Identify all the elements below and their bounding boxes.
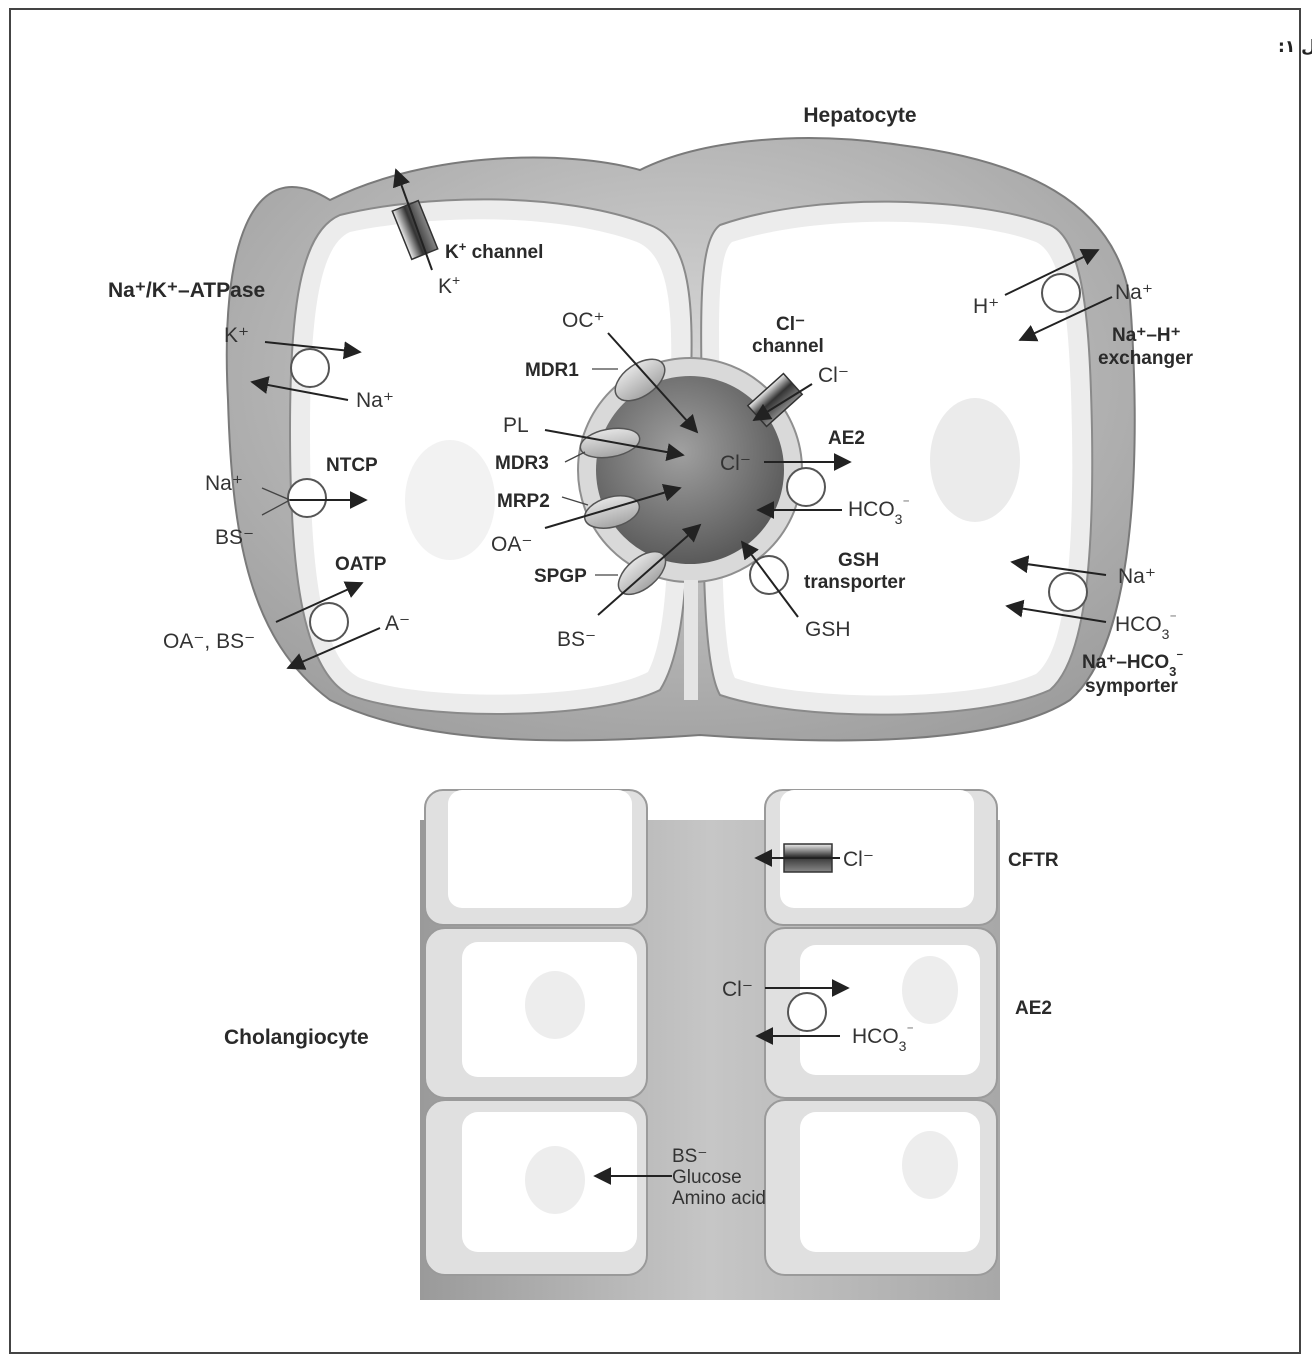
mdr1-label: MDR1 [525,360,579,381]
cl-channel-ion: Cl⁻ [818,364,849,387]
mrp2-label: MRP2 [497,491,550,512]
mdr3-label: MDR3 [495,453,549,474]
figure-label: شکل ۱: [1278,37,1312,57]
symporter-hco3-ion: HCO3⁻ [1115,610,1177,642]
cholangiocyte-ae2-label: AE2 [1015,998,1052,1019]
tight-junction [684,580,698,700]
na-k-atpase-na-ion: Na⁺ [356,389,394,412]
cl-channel-label-line1: Cl⁻ [776,314,805,335]
cholangiocyte-nucleus [902,1131,958,1199]
bs-label: BS⁻ [557,628,596,651]
na-k-atpase-label: Na⁺/K⁺–ATPase [108,279,265,302]
cholangiocyte-nucleus [525,1146,585,1214]
oatp-uptake-text: OA⁻, BS⁻ [163,630,255,653]
absorbed-bs: BS⁻ [672,1146,707,1167]
hepatocyte-title: Hepatocyte [803,104,916,127]
right-cell-middle-interior [800,945,980,1075]
oa-label: OA⁻ [491,533,532,556]
na-h-h-ion: H⁺ [973,295,999,318]
left-nucleus [405,440,495,560]
na-hco3-symporter-label-line2: symporter [1085,676,1179,697]
pl-label: PL [503,414,529,437]
na-h-exchanger-label-line1: Na⁺–H⁺ [1112,325,1181,346]
na-k-atpase-k-ion: K⁺ [224,324,249,347]
spgp-label: SPGP [534,566,587,587]
gsh-label: GSH [805,618,851,641]
cholangiocyte-nucleus [525,971,585,1039]
cholangiocyte-duct [420,790,1000,1300]
ntcp-bs-ion: BS⁻ [215,526,254,549]
absorbed-amino-acid: Amino acid [672,1188,766,1209]
oatp-efflux-text: A⁻ [385,612,410,635]
cholangiocyte-ae2 [788,993,826,1031]
cftr-ion: Cl⁻ [843,848,874,871]
oatp-transporter [310,603,348,641]
absorbed-glucose: Glucose [672,1167,742,1188]
ae2-cl-ion: Cl⁻ [720,452,751,475]
right-nucleus [930,398,1020,522]
na-k-atpase-pump [291,349,329,387]
symporter-na-ion: Na⁺ [1118,565,1156,588]
left-cell-top-interior [448,790,632,908]
gsh-transporter-label-line1: GSH [838,550,879,571]
cftr-label: CFTR [1008,850,1059,871]
na-h-exchanger-label-line2: exchanger [1098,348,1194,369]
ntcp-label: NTCP [326,455,378,476]
cholangiocyte-title: Cholangiocyte [224,1026,369,1049]
ae2-label: AE2 [828,428,865,449]
cholangiocyte-cl-ion: Cl⁻ [722,978,753,1001]
na-h-exchanger [1042,274,1080,312]
cholangiocyte-nucleus [902,956,958,1024]
hepatocyte-pair [227,138,1135,740]
oatp-label: OATP [335,554,387,575]
na-hco3-symporter [1049,573,1087,611]
ntcp-na-ion: Na⁺ [205,472,243,495]
ntcp-transporter [288,479,326,517]
cl-channel-label-line2: channel [752,336,824,357]
gsh-transporter-label-line2: transporter [804,572,906,593]
na-h-na-ion: Na⁺ [1115,281,1153,304]
na-hco3-symporter-label-line1: Na⁺–HCO3⁻ [1082,649,1183,679]
ae2-exchanger [787,468,825,506]
oc-label: OC⁺ [562,309,605,332]
